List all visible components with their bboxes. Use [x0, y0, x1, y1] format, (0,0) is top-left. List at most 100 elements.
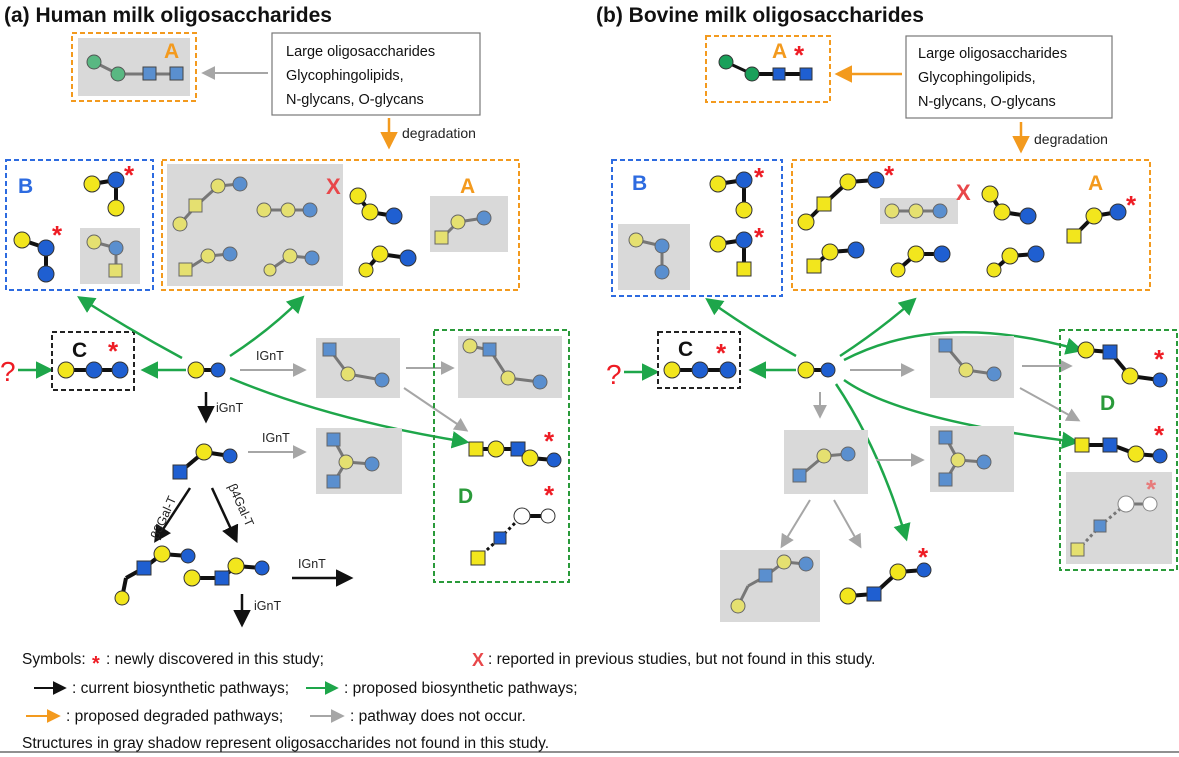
- panel-b-label-a: A: [1088, 172, 1103, 195]
- panel-a-source-box: [271, 32, 481, 116]
- enzyme-label: iGnT: [216, 401, 243, 415]
- panel-a: (a) Human milk oligosaccharides A Large …: [0, 4, 570, 628]
- black-arrow: [210, 487, 239, 544]
- glycan-structure: [981, 185, 1037, 225]
- new-marker: *: [716, 338, 727, 368]
- lactose-core: [187, 361, 226, 379]
- glycan-structure: [1070, 495, 1158, 557]
- new-marker: *: [1154, 420, 1165, 450]
- new-marker: *: [1146, 474, 1157, 504]
- panel-b-label-c: C: [678, 338, 693, 361]
- panel-b-title: (b) Bovine milk oligosaccharides: [596, 4, 924, 27]
- panel-b-top-label-a: A: [772, 40, 787, 63]
- panel-b-group-d-box: [1059, 329, 1178, 571]
- glycan-structure: [890, 245, 951, 278]
- glycan-structure: [792, 446, 856, 483]
- glycan-structure: [470, 507, 556, 566]
- panel-a-group-b-box: [5, 159, 154, 291]
- new-marker: *: [1154, 344, 1165, 374]
- glycan-structure: [263, 248, 320, 277]
- glycan-structure: [462, 338, 548, 390]
- glycan-structure: [83, 171, 125, 217]
- enzyme-label: iGnT: [254, 599, 281, 613]
- panel-a-label-d: D: [458, 485, 473, 508]
- source-line-3: N-glycans, O-glycans: [918, 94, 1056, 110]
- panel-a-group-c-box: [51, 331, 135, 391]
- glycan-structure: [183, 557, 270, 587]
- green-arrow: [834, 383, 911, 542]
- new-marker: *: [124, 160, 135, 190]
- panel-a-label-c: C: [72, 339, 87, 362]
- unknown-precursor-marker: ?: [0, 356, 16, 387]
- green-arrow: [229, 295, 305, 358]
- gray-arrow: [780, 499, 811, 549]
- legend-noccur-text: : pathway does not occur.: [350, 708, 526, 725]
- source-line-2: Glycophingolipids,: [286, 68, 404, 84]
- glycan-structure: [986, 245, 1045, 278]
- green-arrow: [77, 296, 183, 360]
- glycan-structure: [256, 202, 318, 218]
- glycan-structure: [57, 361, 129, 379]
- source-line-1: Large oligosaccharides: [286, 44, 435, 60]
- enzyme-label: IGnT: [256, 349, 284, 363]
- glycan-structure: [322, 342, 390, 388]
- legend-new-marker: *: [92, 653, 100, 675]
- panel-a-label-b: B: [18, 175, 33, 198]
- glycan-structure: [938, 430, 992, 487]
- gray-shadow: [167, 164, 343, 286]
- glycan-structure: [709, 231, 753, 277]
- black-arrow: [154, 487, 192, 543]
- panel-a-group-d-box: [433, 329, 570, 583]
- glycan-structure: [839, 562, 932, 605]
- legend-proposed-text: : proposed biosynthetic pathways;: [344, 680, 578, 697]
- panel-b-source-box: [905, 35, 1113, 119]
- new-marker: *: [52, 220, 63, 250]
- legend-x-text: : reported in previous studies, but not …: [488, 651, 875, 668]
- panel-a-group-a-box: [161, 159, 520, 291]
- not-found-marker: X: [956, 180, 971, 205]
- glycan-structure: [326, 432, 380, 489]
- glycan-structure: [13, 231, 55, 283]
- enzyme-label: β4Gal-T: [225, 482, 256, 529]
- legend-degraded-text: : proposed degraded pathways;: [66, 708, 283, 725]
- glycan-structure: [358, 245, 417, 278]
- green-arrow: [705, 297, 797, 358]
- degradation-label: degradation: [1034, 131, 1108, 147]
- gray-shadow: [618, 224, 690, 290]
- legend: Symbols: * : newly discovered in this st…: [0, 650, 1179, 753]
- enzyme-label: IGnT: [298, 557, 326, 571]
- glycan-structure: [938, 338, 1002, 382]
- glycan-structure: [172, 176, 248, 232]
- panel-b: (b) Bovine milk oligosaccharides A * Lar…: [596, 4, 1178, 622]
- glycan-structure: [86, 54, 184, 82]
- gray-arrow: [1019, 387, 1081, 422]
- new-marker: *: [544, 426, 555, 456]
- new-marker: *: [1126, 190, 1137, 220]
- source-line-1: Large oligosaccharides: [918, 46, 1067, 62]
- panel-a-label-a: A: [460, 175, 475, 198]
- new-marker: *: [108, 336, 119, 366]
- not-found-marker: X: [326, 174, 341, 199]
- glycan-structure: [663, 361, 737, 379]
- enzyme-label: IGnT: [262, 431, 290, 445]
- new-marker: *: [544, 480, 555, 510]
- glycan-structure: [468, 440, 562, 468]
- legend-new-text: : newly discovered in this study;: [106, 651, 324, 668]
- glycan-structure: [797, 171, 885, 231]
- panel-b-group-b-box: [611, 159, 783, 297]
- glycan-structure: [1077, 341, 1168, 388]
- unknown-precursor-marker: ?: [606, 359, 622, 390]
- legend-gray-text: Structures in gray shadow represent olig…: [22, 735, 549, 752]
- panel-b-group-a-box: [791, 159, 1151, 291]
- enzyme-label: β3Gal-T: [148, 494, 179, 541]
- degradation-label: degradation: [402, 125, 476, 141]
- green-arrow: [839, 297, 917, 358]
- new-marker: *: [754, 162, 765, 192]
- legend-x-symbol: X: [472, 650, 484, 670]
- green-arrow: [843, 378, 1080, 449]
- glycan-structure: [806, 241, 865, 274]
- glycan-structure: [1074, 437, 1168, 464]
- glycan-structure: [114, 545, 196, 606]
- green-arrow: [843, 330, 1084, 362]
